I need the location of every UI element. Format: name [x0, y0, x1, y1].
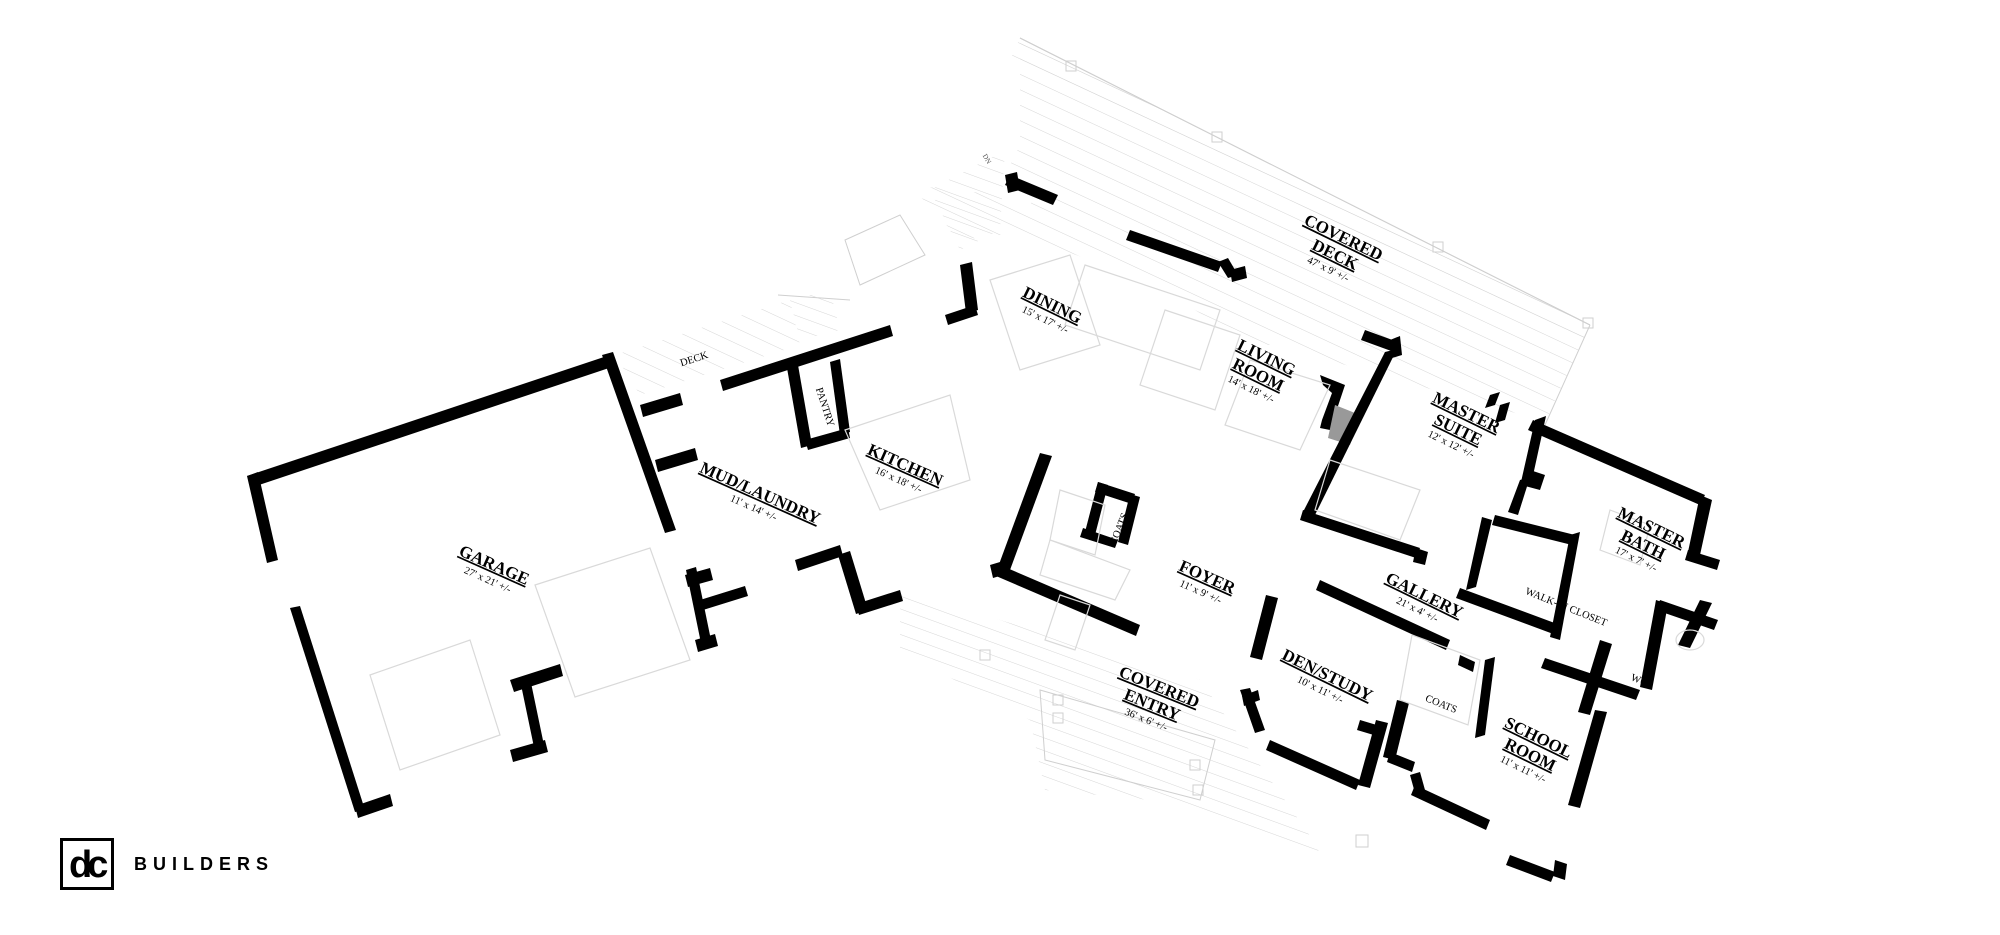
post-icon	[1052, 694, 1064, 706]
post-icon	[1211, 131, 1223, 143]
covered-entry-area	[900, 590, 1369, 855]
covered-deck-area	[910, 37, 1594, 426]
room-label-coats-2: COATS	[1423, 693, 1458, 716]
deck-stairs	[777, 150, 1005, 340]
room-label-master-bath: MASTER BATH 17' x 7' +/-	[1613, 503, 1689, 575]
stair-label-dn: DN	[981, 153, 993, 166]
post-icon	[1355, 834, 1369, 848]
walls	[247, 172, 1720, 882]
svg-text:DN: DN	[981, 153, 993, 166]
room-label-school-room: SCHOOL ROOM 11' x 11' +/-	[1498, 713, 1575, 786]
small-deck-area	[615, 300, 800, 395]
post-icon	[1052, 712, 1064, 724]
svg-text:PANTRY: PANTRY	[813, 386, 836, 428]
dc-logo-mark: dc	[60, 838, 114, 890]
post-icon	[979, 649, 991, 661]
room-label-pantry: PANTRY	[813, 386, 836, 428]
post-icon	[1432, 241, 1444, 253]
post-icon	[1192, 784, 1204, 796]
post-icon	[1189, 759, 1201, 771]
room-label-mud-laundry: MUD/LAUNDRY 11' x 14' +/-	[697, 458, 823, 528]
room-label-garage: GARAGE 27' x 21' +/-	[456, 541, 532, 596]
logo-wordmark: BUILDERS	[134, 854, 275, 874]
post-icon	[1065, 60, 1077, 72]
room-label-dining: DINING 15' x 17' +/-	[1020, 283, 1085, 337]
fixtures	[369, 254, 1705, 771]
builders-logo: dc BUILDERS	[60, 838, 320, 894]
room-label-den-study: DEN/STUDY 10' x 11' +/-	[1279, 645, 1376, 706]
post-icon	[1582, 317, 1594, 329]
room-label-foyer: FOYER 11' x 9' +/-	[1176, 556, 1239, 607]
svg-text:COATS: COATS	[1423, 693, 1458, 716]
